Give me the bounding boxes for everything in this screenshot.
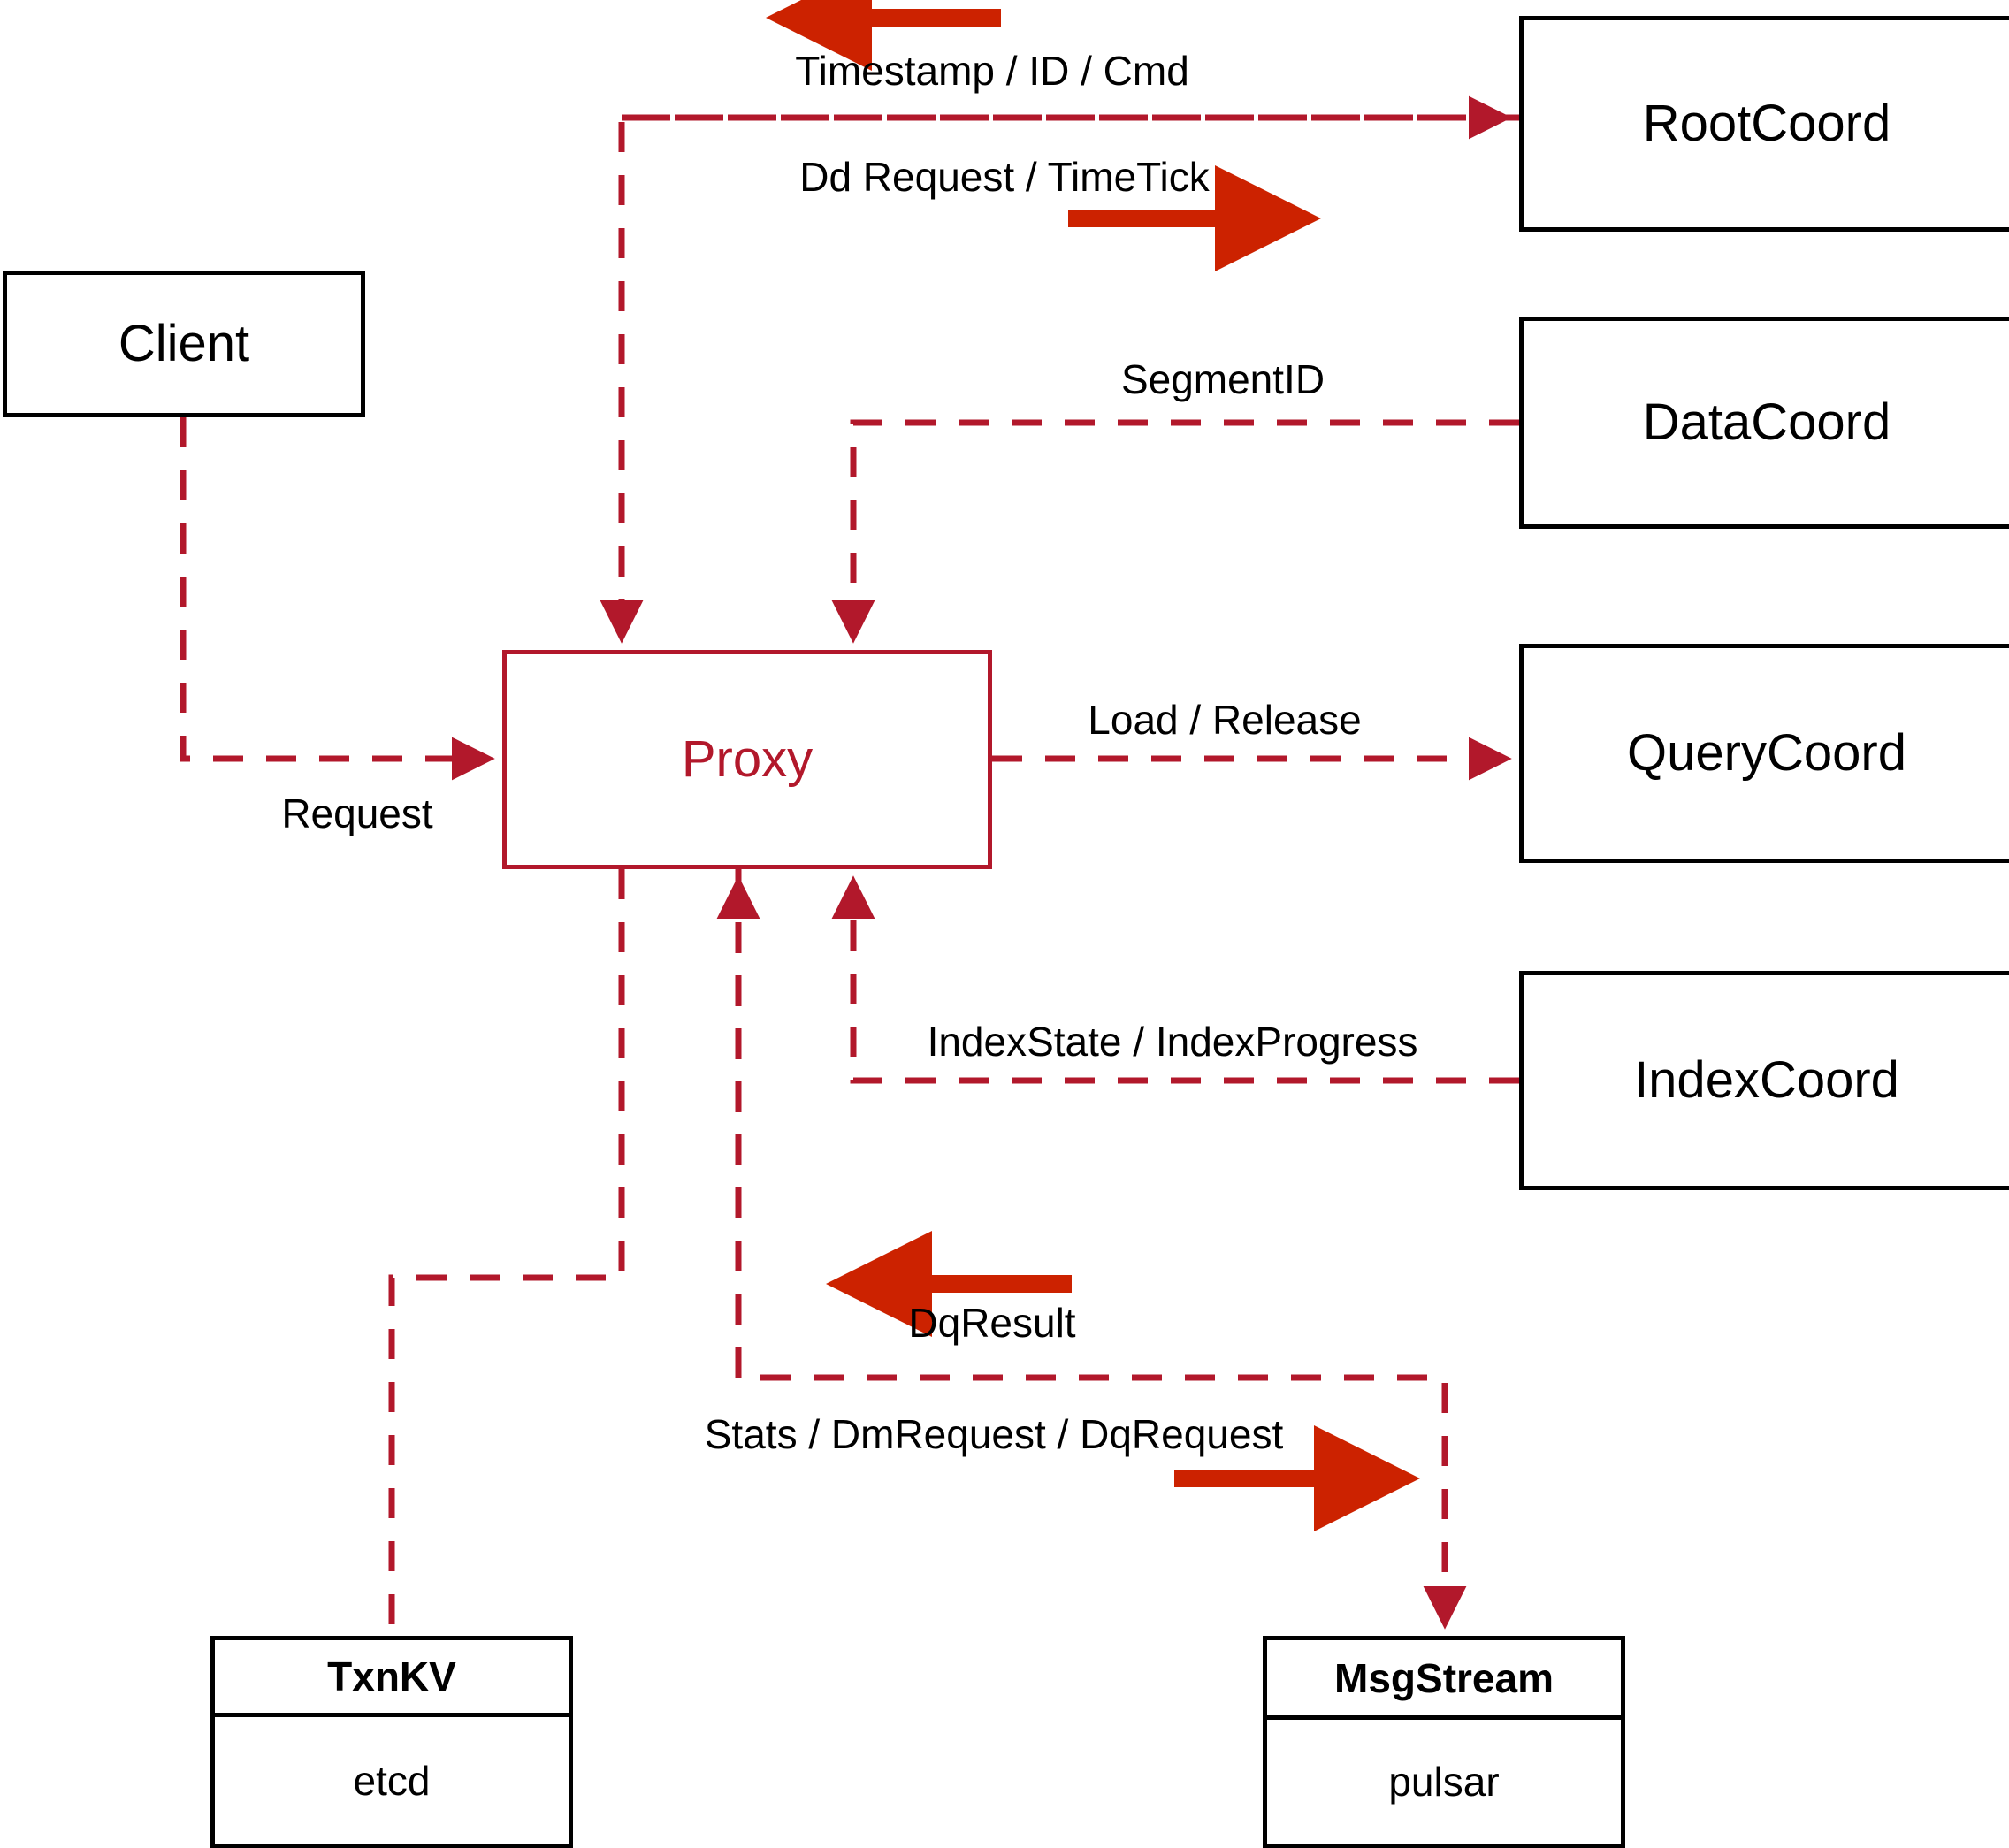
wire-client-to-proxy: [180, 417, 495, 781]
node-proxy-label: Proxy: [681, 730, 814, 788]
wire-proxy-to-msgstream: [735, 869, 1467, 1630]
edge-label-segment-id: SegmentID: [1120, 356, 1325, 402]
node-querycoord-label: QueryCoord: [1627, 724, 1906, 782]
node-indexcoord-label: IndexCoord: [1634, 1051, 1899, 1109]
edge-label-dd-request-timetick: Dd Request / TimeTick: [799, 154, 1210, 200]
node-txnkv-body: etcd: [215, 1717, 569, 1844]
node-querycoord[interactable]: QueryCoord: [1519, 644, 2009, 863]
node-txnkv-header: TxnKV: [215, 1640, 569, 1717]
node-msgstream-body: pulsar: [1267, 1720, 1621, 1844]
node-txnkv[interactable]: TxnKV etcd: [210, 1636, 573, 1848]
node-msgstream-title: MsgStream: [1334, 1654, 1554, 1701]
node-txnkv-value: etcd: [353, 1757, 431, 1804]
wire-datacoord-to-proxy: [831, 419, 1519, 644]
node-msgstream-value: pulsar: [1388, 1759, 1500, 1805]
node-client[interactable]: Client: [3, 271, 365, 417]
node-rootcoord[interactable]: RootCoord: [1519, 16, 2009, 232]
node-datacoord[interactable]: DataCoord: [1519, 317, 2009, 529]
edge-label-timestamp-id-cmd: Timestamp / ID / Cmd: [795, 48, 1189, 94]
node-rootcoord-label: RootCoord: [1642, 95, 1891, 152]
edge-label-dq-result: DqResult: [908, 1300, 1076, 1346]
node-datacoord-label: DataCoord: [1642, 393, 1891, 451]
edge-label-stats-dm-dq: Stats / DmRequest / DqRequest: [704, 1411, 1284, 1457]
node-proxy[interactable]: Proxy: [502, 650, 992, 869]
edge-label-index-state: IndexState / IndexProgress: [927, 1019, 1418, 1065]
node-txnkv-title: TxnKV: [327, 1653, 456, 1699]
node-msgstream-header: MsgStream: [1267, 1640, 1621, 1720]
node-indexcoord[interactable]: IndexCoord: [1519, 971, 2009, 1190]
node-msgstream[interactable]: MsgStream pulsar: [1263, 1636, 1625, 1848]
node-client-label: Client: [118, 315, 250, 372]
edge-label-load-release: Load / Release: [1088, 697, 1362, 743]
edge-label-request: Request: [281, 790, 433, 836]
wire-proxy-to-txnkv: [388, 869, 625, 1636]
